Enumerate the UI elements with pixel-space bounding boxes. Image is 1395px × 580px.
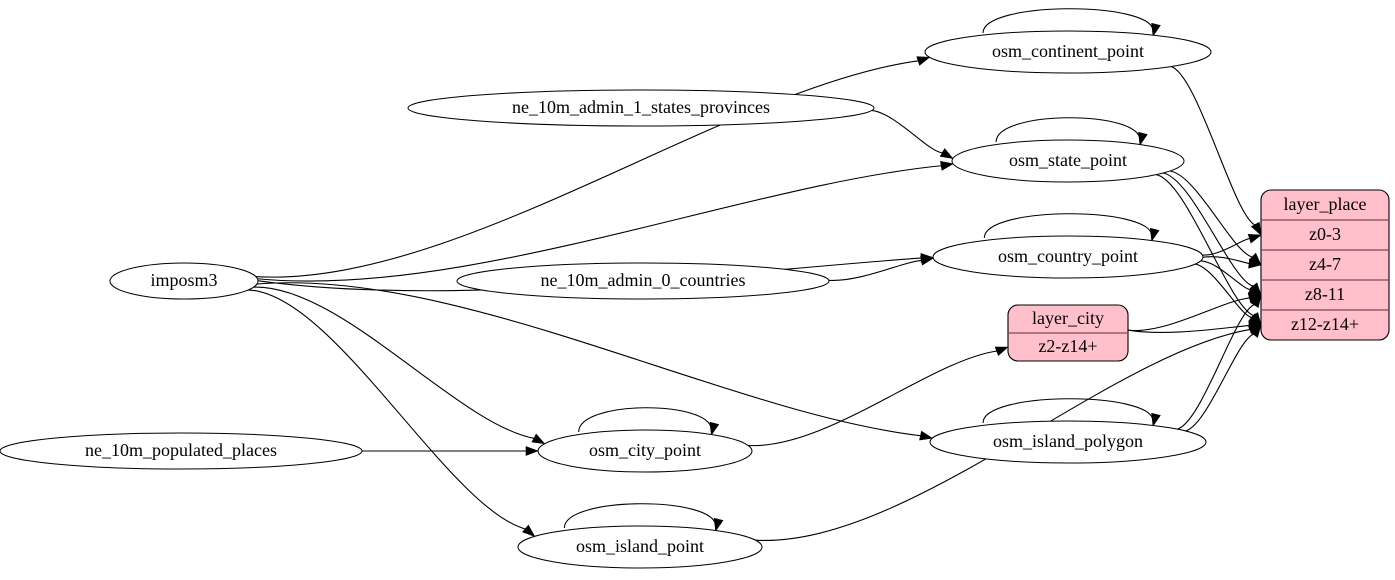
edge-arrowhead bbox=[919, 430, 934, 441]
edge-ne_states-to-osm_state_point bbox=[867, 109, 954, 159]
edge-path bbox=[246, 289, 527, 530]
self-loop-path bbox=[982, 8, 1154, 34]
edge-osm_island_polygon-to-layer_place_z12-z14+ bbox=[1183, 324, 1262, 432]
edge-path bbox=[255, 282, 922, 437]
self-loop-osm_state_point bbox=[995, 117, 1148, 146]
edge-arrowhead bbox=[940, 160, 954, 171]
edge-imposm3-to-osm_island_point bbox=[246, 289, 536, 537]
edge-path bbox=[252, 286, 536, 440]
edge-arrowhead bbox=[522, 524, 536, 537]
edge-arrowhead bbox=[1248, 320, 1262, 331]
table-node-osm_state_point[interactable]: osm_state_point bbox=[951, 139, 1185, 183]
edge-imposm3-to-osm_city_point bbox=[252, 286, 546, 445]
edge-imposm3-to-osm_island_polygon bbox=[255, 282, 934, 441]
self-loop-path bbox=[563, 503, 717, 529]
source-node-imposm3[interactable]: imposm3 bbox=[109, 262, 259, 300]
edge-arrowhead bbox=[1247, 293, 1262, 303]
edge-layer_city-to-layer_place_z12-z14+ bbox=[1127, 320, 1262, 334]
table-node-osm_country_point[interactable]: osm_country_point bbox=[932, 235, 1204, 279]
edge-path bbox=[745, 350, 998, 446]
edge-path bbox=[255, 165, 943, 282]
edge-arrowhead bbox=[916, 56, 931, 66]
node-shape bbox=[517, 525, 763, 569]
edge-arrowhead bbox=[531, 433, 546, 445]
edge-osm_city_point-to-layer_city_z2-z14+ bbox=[745, 346, 1009, 446]
table-node-osm_continent_point[interactable]: osm_continent_point bbox=[924, 30, 1212, 74]
source-node-ne_countries[interactable]: ne_10m_admin_0_countries bbox=[456, 262, 830, 300]
edge-imposm3-to-osm_state_point bbox=[255, 160, 954, 282]
self-loop-path bbox=[983, 213, 1153, 239]
edge-path bbox=[1175, 303, 1256, 431]
edge-osm_continent_point-to-layer_place_z0-3 bbox=[1169, 65, 1262, 236]
self-loop-osm_country_point bbox=[983, 213, 1160, 242]
source-node-ne_places[interactable]: ne_10m_populated_places bbox=[0, 432, 363, 470]
edge-path bbox=[824, 259, 923, 281]
self-loop-path bbox=[995, 117, 1141, 143]
edge-path bbox=[1192, 263, 1253, 319]
edge-arrowhead bbox=[939, 148, 954, 159]
edge-path bbox=[1161, 172, 1255, 288]
node-shape bbox=[109, 262, 259, 300]
edge-arrowhead bbox=[709, 421, 720, 436]
edge-arrowhead bbox=[1250, 221, 1262, 236]
node-shape bbox=[537, 429, 753, 473]
edge-path bbox=[1169, 65, 1257, 226]
edge-layer_city-to-layer_place_z8-11 bbox=[1127, 293, 1262, 332]
edge-arrowhead bbox=[1138, 131, 1148, 146]
edge-path bbox=[1154, 173, 1255, 317]
edge-arrowhead bbox=[1248, 313, 1262, 326]
edge-layer bbox=[246, 8, 1262, 541]
edge-path bbox=[254, 60, 920, 278]
edge-arrowhead bbox=[1149, 227, 1160, 242]
node-shape bbox=[932, 235, 1204, 279]
edge-osm_country_point-to-layer_place_z12-z14+ bbox=[1192, 263, 1262, 326]
node-shape bbox=[929, 420, 1207, 464]
node-layer: imposm3 ne_10m_admin_1_states_provincesne… bbox=[0, 30, 1212, 569]
edge-arrowhead bbox=[1248, 258, 1262, 269]
edge-arrowhead bbox=[920, 255, 935, 266]
edge-path bbox=[1168, 170, 1254, 258]
edge-path bbox=[1200, 256, 1251, 265]
edge-arrowhead bbox=[1151, 412, 1161, 427]
node-shape bbox=[951, 139, 1185, 183]
table-node-osm_island_polygon[interactable]: osm_island_polygon bbox=[929, 420, 1207, 464]
node-shape bbox=[924, 30, 1212, 74]
self-loop-path bbox=[578, 407, 712, 433]
edge-arrowhead bbox=[1151, 22, 1161, 37]
self-loop-osm_continent_point bbox=[982, 8, 1161, 37]
edge-ne_countries-to-osm_country_point bbox=[824, 255, 935, 281]
node-shape bbox=[0, 432, 363, 470]
edge-path bbox=[1197, 260, 1252, 291]
table-node-osm_city_point[interactable]: osm_city_point bbox=[537, 429, 753, 473]
source-node-ne_states[interactable]: ne_10m_admin_1_states_provinces bbox=[407, 89, 875, 127]
edge-arrowhead bbox=[713, 517, 724, 532]
edge-arrowhead bbox=[994, 346, 1009, 356]
self-loop-path bbox=[982, 398, 1154, 424]
edge-ne_places-to-osm_city_point bbox=[358, 446, 539, 456]
table-node-osm_island_point[interactable]: osm_island_point bbox=[517, 525, 763, 569]
self-loop-osm_island_point bbox=[563, 503, 724, 532]
edge-arrowhead bbox=[1247, 234, 1262, 244]
self-loop-osm_island_polygon bbox=[982, 398, 1161, 427]
node-shape bbox=[456, 262, 830, 300]
edge-osm_country_point-to-layer_place_z4-7 bbox=[1200, 256, 1262, 269]
node-shape bbox=[407, 89, 875, 127]
edge-osm_island_polygon-to-layer_place_z8-11 bbox=[1175, 294, 1262, 431]
edge-path bbox=[867, 109, 944, 154]
edge-path bbox=[1199, 237, 1251, 256]
self-loop-osm_city_point bbox=[578, 407, 720, 436]
layer-box-background bbox=[1260, 189, 1390, 341]
edge-path bbox=[1127, 297, 1251, 332]
edge-arrowhead bbox=[525, 446, 539, 456]
edge-path bbox=[1127, 324, 1251, 334]
edge-path bbox=[1183, 333, 1255, 432]
edge-osm_country_point-to-layer_place_z0-3 bbox=[1199, 234, 1262, 256]
edge-imposm3-to-osm_continent_point bbox=[254, 56, 931, 278]
